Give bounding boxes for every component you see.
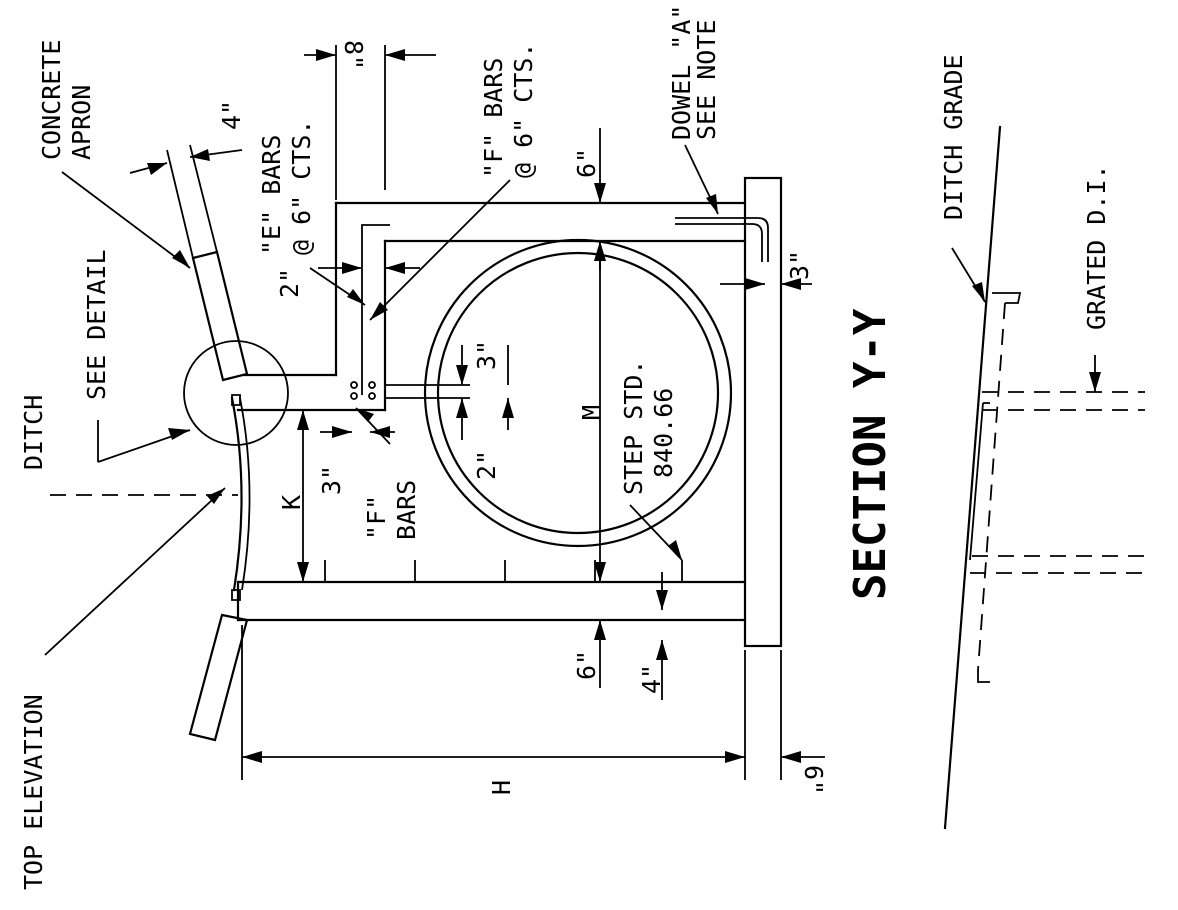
label-f-bars-b2: BARS	[392, 480, 421, 540]
label-dim-6-slab: 6"	[799, 765, 828, 795]
di-wall	[977, 302, 1006, 671]
label-dowel-a: DOWEL "A"	[667, 5, 696, 140]
label-step-number: 840.66	[649, 388, 678, 478]
apron-upper	[191, 250, 249, 382]
label-dim-4-bottom: 4"	[637, 664, 666, 694]
label-dim-3-k: 3"	[317, 465, 346, 495]
label-dim-3-step: 3"	[472, 340, 501, 370]
label-f-bars-2: @ 6" CTS.	[509, 43, 538, 178]
label-apron-thickness: 4"	[217, 100, 246, 130]
grated-di-elevation	[943, 125, 1145, 830]
label-dim-2-step: 2"	[472, 450, 501, 480]
see-detail-circle	[183, 340, 289, 446]
base-slab	[743, 176, 783, 648]
apron-upper-cut	[189, 144, 218, 253]
ditch-grade-line	[943, 125, 1002, 830]
dimensions	[129, 45, 825, 780]
label-dim-6-top: 6"	[572, 148, 601, 178]
apron-upper-cut	[166, 149, 194, 259]
label-concrete: CONCRETE	[37, 40, 66, 160]
dowel-a	[675, 223, 763, 262]
label-f-bars-b1: "F"	[362, 495, 391, 540]
label-dim-6-bottom: 6"	[572, 650, 601, 680]
label-dim-3-floor: 3"	[785, 250, 814, 280]
f-bar-dot	[350, 381, 358, 389]
label-see-detail: SEE DETAIL	[82, 249, 111, 400]
label-dim-2-top: 2"	[275, 268, 304, 298]
dowel-a	[675, 217, 769, 262]
label-apron: APRON	[67, 85, 96, 160]
section-title: SECTION Y-Y	[845, 308, 896, 600]
label-top-elevation: TOP ELEVATION	[19, 694, 48, 890]
f-bar-dot	[350, 392, 358, 400]
label-step-std: STEP STD.	[619, 360, 648, 495]
label-e-bars-1: "E" BARS	[257, 135, 286, 255]
apron	[166, 144, 289, 742]
grate-lip	[231, 589, 241, 601]
label-grated-di: GRATED D.I.	[1082, 164, 1111, 330]
grate-lip	[231, 394, 241, 406]
label-dim-m: M	[577, 405, 606, 420]
label-e-bars-2: @ 6" CTS.	[287, 120, 316, 255]
leaders	[44, 144, 719, 656]
label-dim-h: H	[487, 780, 516, 795]
structure	[236, 176, 783, 648]
e-bar	[361, 224, 390, 236]
pipe-inner	[436, 251, 720, 535]
label-f-bars-1: "F" BARS	[479, 58, 508, 178]
label-dim-k: K	[277, 495, 306, 510]
f-bar-dot	[368, 381, 376, 389]
apron-lower	[188, 613, 249, 742]
label-see-note: SEE NOTE	[692, 20, 721, 140]
ditch-surface-inner	[239, 397, 251, 591]
label-cl-ditch: DITCH	[19, 395, 48, 470]
di-outline	[977, 670, 990, 683]
ditch-surface	[230, 396, 243, 592]
label-ditch-grade: DITCH GRADE	[939, 54, 968, 220]
labels: CONCRETE APRON 4" SEE DETAIL DITCH TOP E…	[19, 5, 1111, 890]
di-outline	[992, 292, 1022, 304]
pipe-outer	[423, 238, 733, 548]
label-dim-8: 8"	[339, 40, 368, 70]
f-bar-dot	[368, 392, 376, 400]
